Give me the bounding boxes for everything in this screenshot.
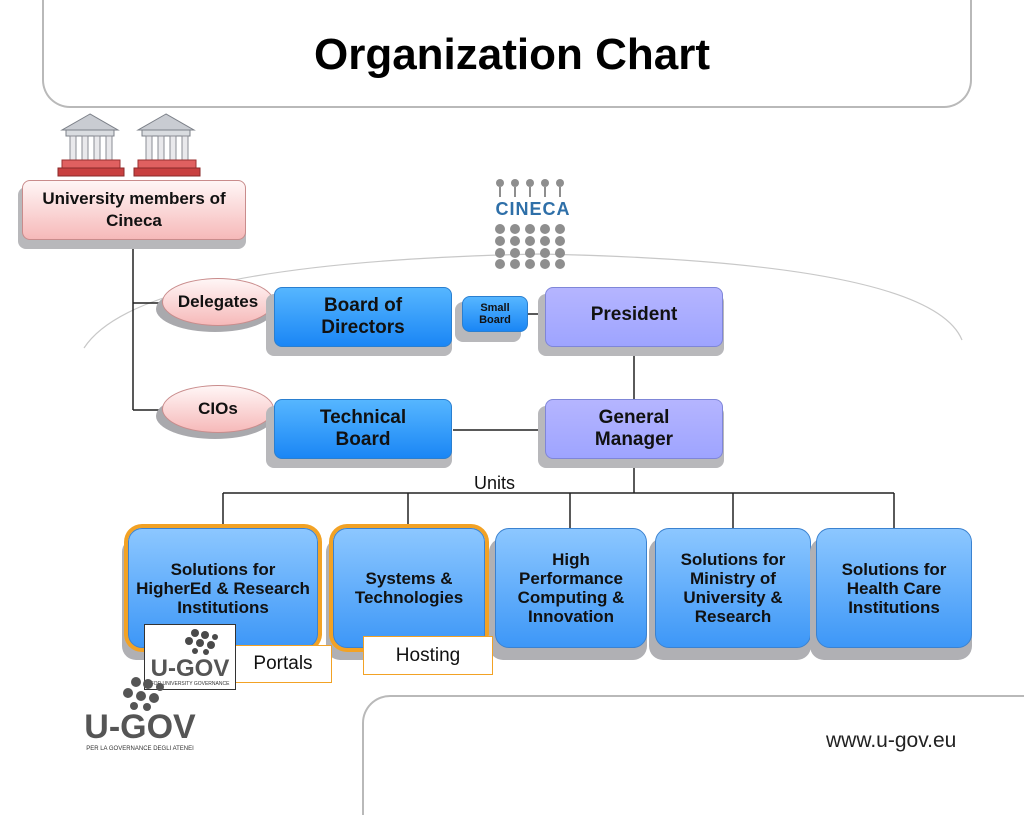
footer-frame (362, 695, 1024, 815)
small-board-box[interactable]: Small Board (462, 296, 528, 332)
cineca-logo: CINECA (488, 175, 578, 272)
ugov-big-text: U-GOV (84, 708, 196, 746)
ugov-small-sub: FOR UNIVERSITY GOVERNANCE (150, 681, 230, 687)
ugov-big-sub: PER LA GOVERNANCE DEGLI ATENEI (86, 746, 194, 752)
ugov-small-logo: U-GOV FOR UNIVERSITY GOVERNANCE (144, 624, 236, 690)
university-members-box[interactable]: University members of Cineca (22, 180, 246, 240)
president-box[interactable]: President (545, 287, 723, 347)
university-building-icon (57, 113, 201, 177)
ugov-big-dots-icon (123, 677, 164, 711)
cineca-abacus-icon (495, 179, 565, 269)
ugov-dots-icon (185, 629, 218, 655)
portals-tag[interactable]: Portals (234, 645, 332, 683)
cineca-logo-text: CINECA (495, 199, 571, 219)
unit-hpc-box[interactable]: High Performance Computing & Innovation (495, 528, 647, 648)
technical-board-box[interactable]: Technical Board (274, 399, 452, 459)
cios-oval[interactable]: CIOs (162, 385, 274, 433)
unit-healthcare-box[interactable]: Solutions for Health Care Institutions (816, 528, 972, 648)
board-of-directors-box[interactable]: Board of Directors (274, 287, 452, 347)
background-arc (83, 253, 963, 349)
unit-ministry-box[interactable]: Solutions for Ministry of University & R… (655, 528, 811, 648)
title-frame (42, 0, 972, 108)
hosting-tag[interactable]: Hosting (363, 636, 493, 675)
units-label: Units (474, 473, 516, 493)
website-link[interactable]: www.u-gov.eu (826, 729, 957, 752)
university-buildings (54, 108, 206, 180)
ugov-big-logo: U-GOV PER LA GOVERNANCE DEGLI ATENEI (70, 676, 210, 756)
page-title: Organization Chart (313, 30, 711, 79)
ugov-small-text: U-GOV (150, 655, 230, 682)
delegates-oval[interactable]: Delegates (162, 278, 274, 326)
unit-systems-box[interactable]: Systems & Technologies (333, 528, 485, 648)
general-manager-box[interactable]: General Manager (545, 399, 723, 459)
